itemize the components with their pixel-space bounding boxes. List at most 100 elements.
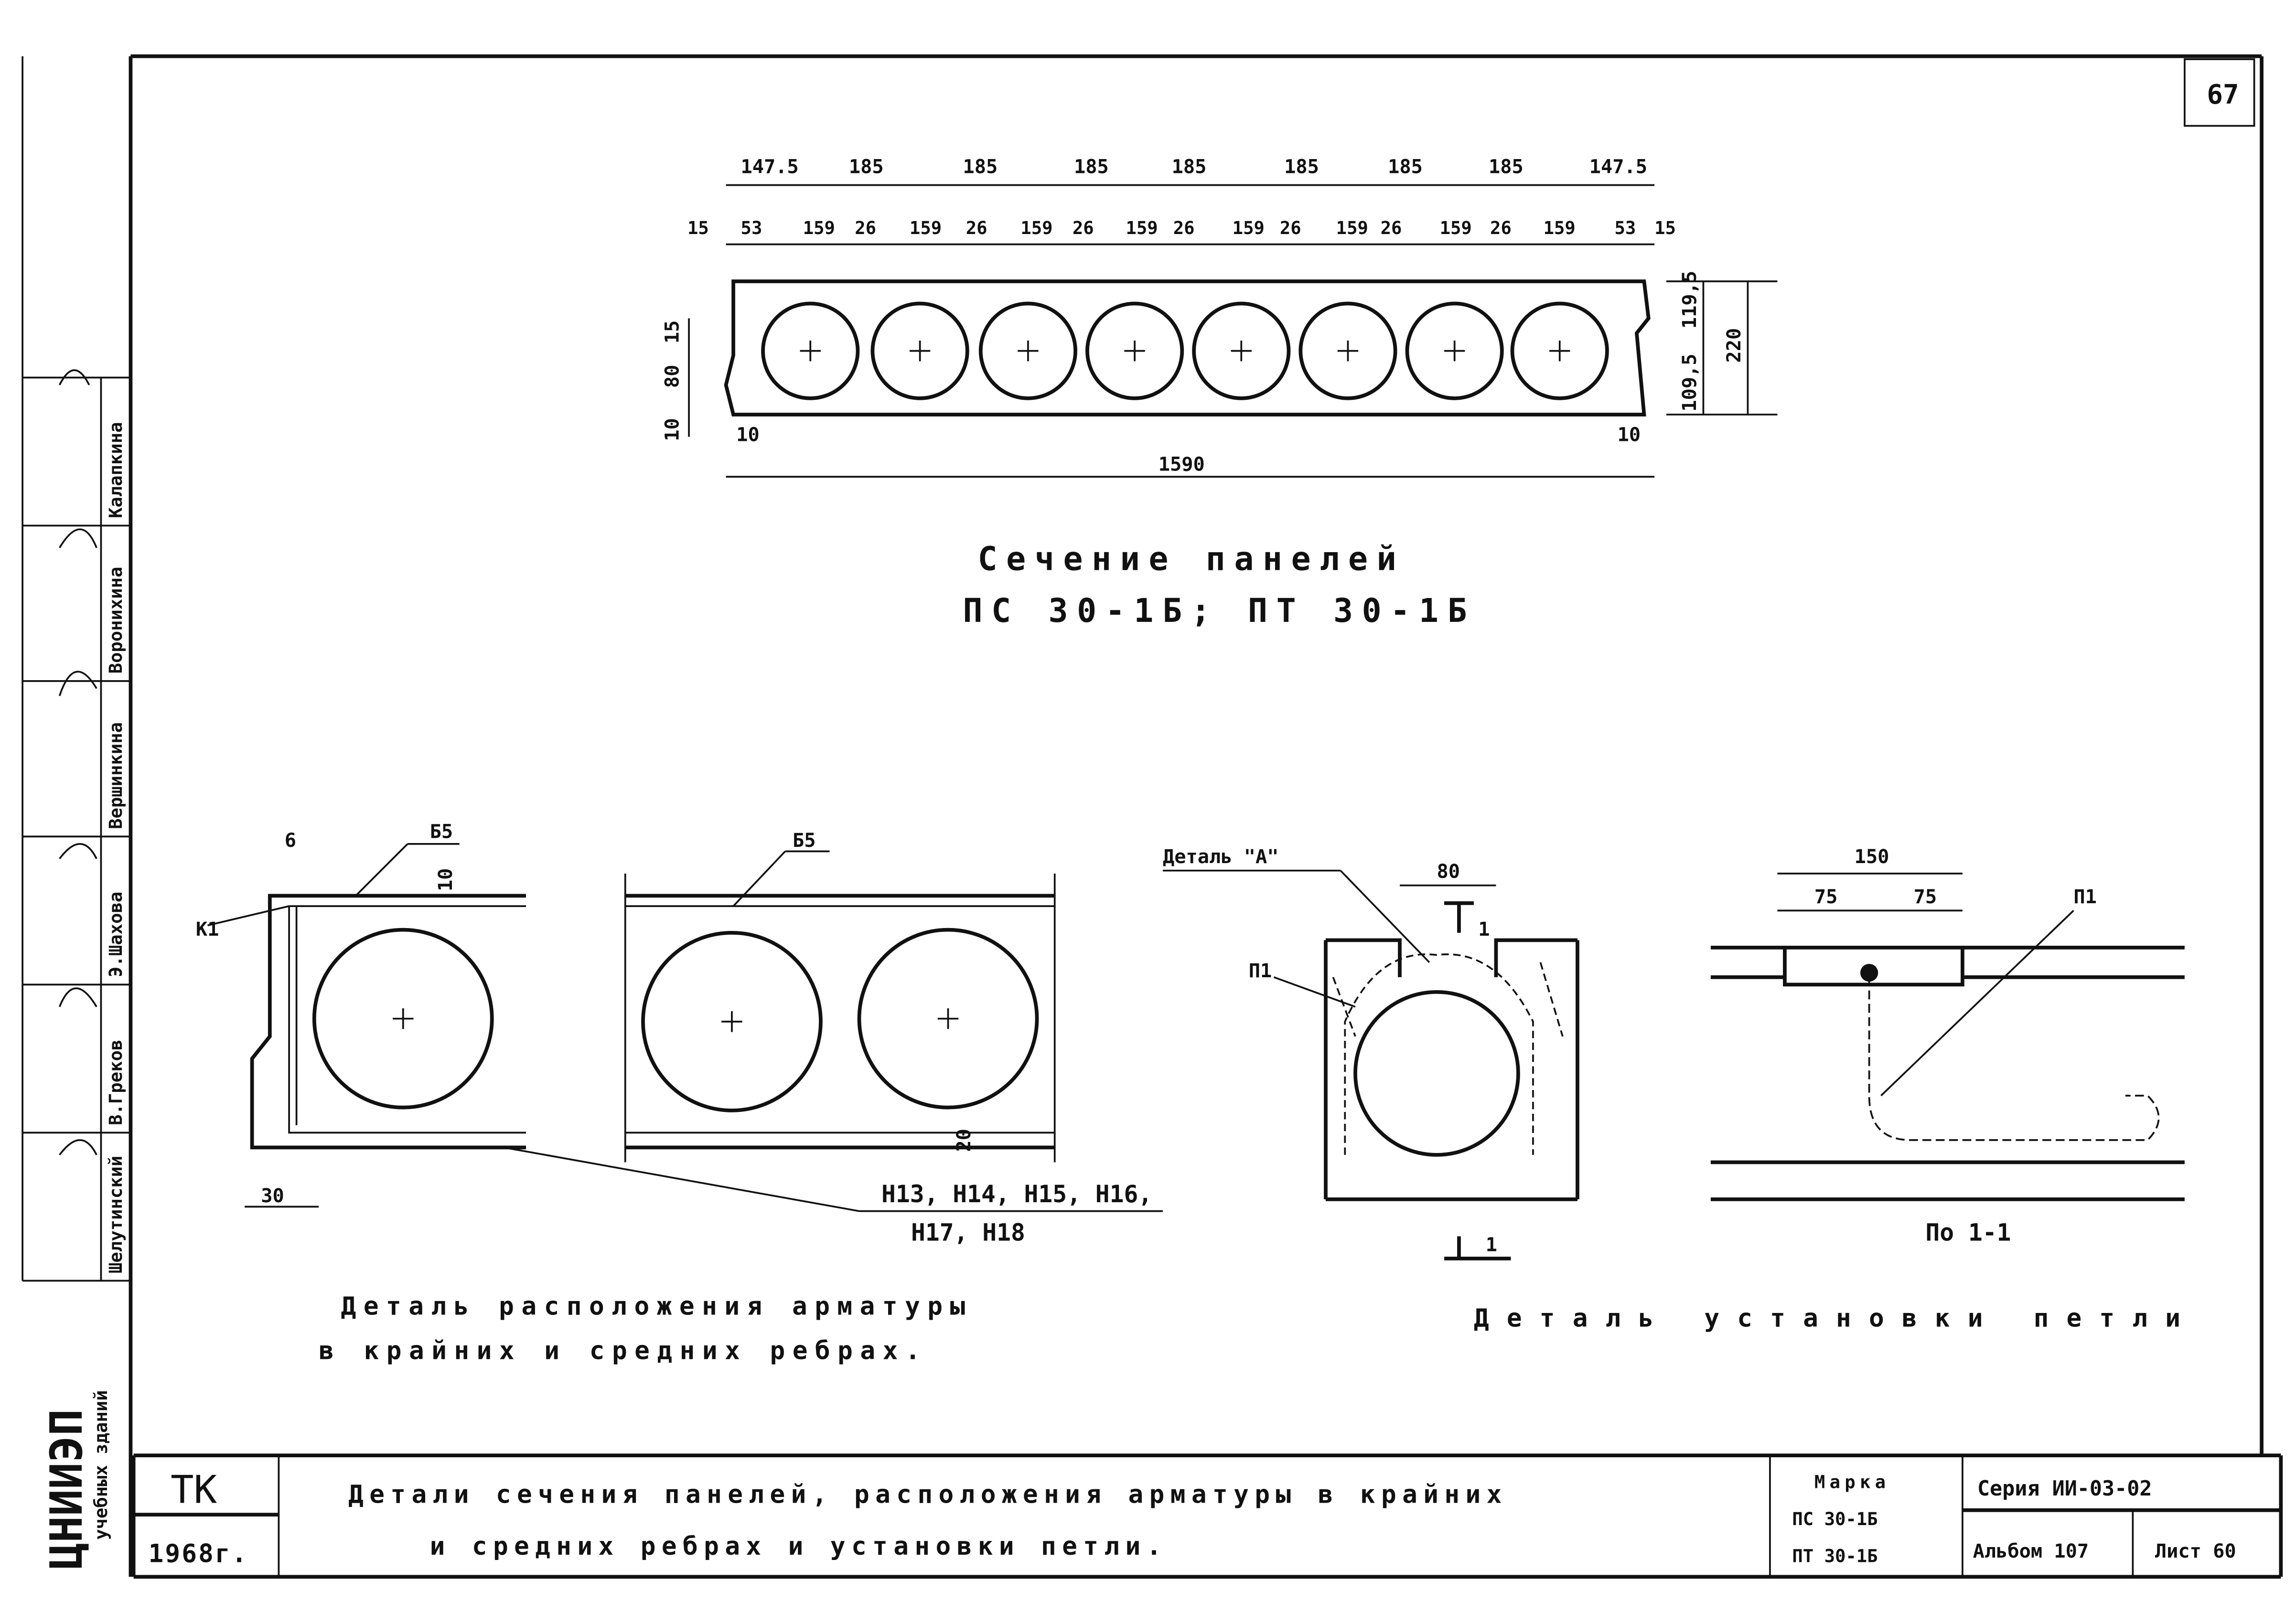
stamp-name: Э.Шахова <box>105 892 126 977</box>
dim-top: 185 <box>963 156 998 178</box>
dim-top: 185 <box>1489 156 1524 178</box>
page-number-box <box>2184 58 2255 127</box>
void-hole <box>1405 301 1504 400</box>
cut-mark: 1 <box>1486 1233 1497 1256</box>
dim-second: 159 <box>1020 217 1052 238</box>
marka-value: ПТ 30-1Б <box>1792 1545 1878 1566</box>
center-mark <box>1018 340 1039 362</box>
stamp-name: Калапкина <box>105 422 126 518</box>
dim-6: 6 <box>285 829 296 852</box>
title-block <box>131 1453 2283 1579</box>
dim-right: 109,5 <box>1678 353 1701 411</box>
label-b5: Б5 <box>793 829 816 852</box>
organization-subtitle: учебных зданий <box>90 1390 111 1539</box>
void-hole <box>978 301 1077 400</box>
sheet-title: и средних ребрах и установки петли. <box>430 1532 1168 1561</box>
label-b5: Б5 <box>430 820 453 843</box>
dim-75: 75 <box>1914 886 1937 908</box>
bars-label: Н13, Н14, Н15, Н16, <box>881 1180 1152 1208</box>
dim-edge-right: 10 <box>1618 424 1641 446</box>
stamp-name: Воронихина <box>105 567 126 674</box>
center-mark <box>1231 340 1252 362</box>
code-label: ТК <box>171 1467 217 1512</box>
dim-edge-left: 10 <box>736 424 760 446</box>
label-k1: К1 <box>196 918 219 940</box>
void-hole <box>1298 301 1397 400</box>
center-mark <box>1549 340 1570 362</box>
organization-name: ЦНИИЭП <box>41 1409 92 1570</box>
dim-top: 147.5 <box>1589 156 1647 178</box>
section-title: Сечение панелей <box>978 540 1405 578</box>
dim-second: 26 <box>1490 217 1512 238</box>
dim-left: 10 <box>661 418 683 441</box>
dim-second: 26 <box>1173 217 1195 238</box>
rib-detail-drawing <box>207 843 1163 1212</box>
dim-second: 26 <box>966 217 987 238</box>
dim-second: 159 <box>910 217 942 238</box>
label-p1: П1 <box>2073 886 2097 908</box>
dim-right: 220 <box>1723 328 1745 363</box>
void-hole <box>761 301 860 400</box>
sheet-title: Детали сечения панелей, расположения арм… <box>348 1480 1508 1509</box>
marka-value: ПС 30-1Б <box>1792 1508 1878 1529</box>
stamp-name: В.Греков <box>105 1040 126 1125</box>
loop-detail-drawing <box>1162 869 2185 1260</box>
dim-second: 26 <box>1381 217 1402 238</box>
dim-second: 53 <box>1614 217 1636 238</box>
dim-second: 159 <box>1233 217 1265 238</box>
page-number: 67 <box>2207 79 2239 110</box>
void-hole <box>1085 301 1184 400</box>
center-mark <box>1444 340 1465 362</box>
dim-20: 20 <box>953 1129 975 1152</box>
dim-second: 53 <box>741 217 762 238</box>
panel-section <box>688 184 1778 478</box>
dim-top: 147.5 <box>741 156 799 178</box>
series-label: Серия ИИ-03-02 <box>1977 1477 2152 1501</box>
center-mark <box>1337 340 1359 362</box>
cut-mark: 1 <box>1478 918 1490 940</box>
year-label: 1968г. <box>149 1539 248 1568</box>
dim-second: 15 <box>687 217 709 238</box>
marka-label: Марка <box>1814 1471 1890 1492</box>
dim-second: 159 <box>803 217 835 238</box>
bars-label: Н17, Н18 <box>911 1219 1025 1247</box>
stamp-name: Шелутинский <box>105 1156 126 1273</box>
rib-detail-caption: Деталь расположения арматуры <box>341 1292 973 1321</box>
dim-top: 185 <box>1074 156 1109 178</box>
void-hole <box>870 301 969 400</box>
center-mark <box>1124 340 1145 362</box>
dim-second: 159 <box>1440 217 1472 238</box>
dim-overall: 1590 <box>1159 453 1205 476</box>
dim-second: 159 <box>1126 217 1158 238</box>
dim-second: 159 <box>1544 217 1576 238</box>
dim-second: 159 <box>1336 217 1368 238</box>
dim-second: 26 <box>855 217 876 238</box>
center-mark <box>800 340 821 362</box>
section-subtitle: ПС 30-1Б; ПТ 30-1Б <box>963 592 1476 630</box>
dim-30: 30 <box>261 1185 284 1207</box>
rib-detail-caption: в крайних и средних ребрах. <box>319 1336 928 1366</box>
dim-top: 185 <box>849 156 884 178</box>
dim-second: 26 <box>1073 217 1094 238</box>
dim-second: 15 <box>1654 217 1676 238</box>
void-hole <box>1510 301 1609 400</box>
dim-10: 10 <box>434 868 457 892</box>
dim-150: 150 <box>1855 845 1889 868</box>
detail-a-label: Деталь "А" <box>1163 845 1279 868</box>
album-label: Альбом 107 <box>1973 1540 2089 1562</box>
dim-top: 185 <box>1172 156 1207 178</box>
label-p1: П1 <box>1249 960 1272 982</box>
loop-detail-caption: Деталь установки петли <box>1474 1303 2198 1333</box>
signature-stamp: Шелутинский В.Греков Э.Шахова Вершинкина… <box>41 369 126 1570</box>
void-hole <box>1192 301 1291 400</box>
dim-left: 80 <box>661 365 683 388</box>
dim-second: 26 <box>1280 217 1301 238</box>
stamp-name: Вершинкина <box>105 722 126 829</box>
dim-top: 185 <box>1388 156 1423 178</box>
section-view-label: По 1-1 <box>1925 1219 2011 1247</box>
dim-top: 185 <box>1284 156 1319 178</box>
dim-80: 80 <box>1437 860 1460 883</box>
dim-left: 15 <box>661 320 683 344</box>
dim-right: 119,5 <box>1678 271 1701 329</box>
